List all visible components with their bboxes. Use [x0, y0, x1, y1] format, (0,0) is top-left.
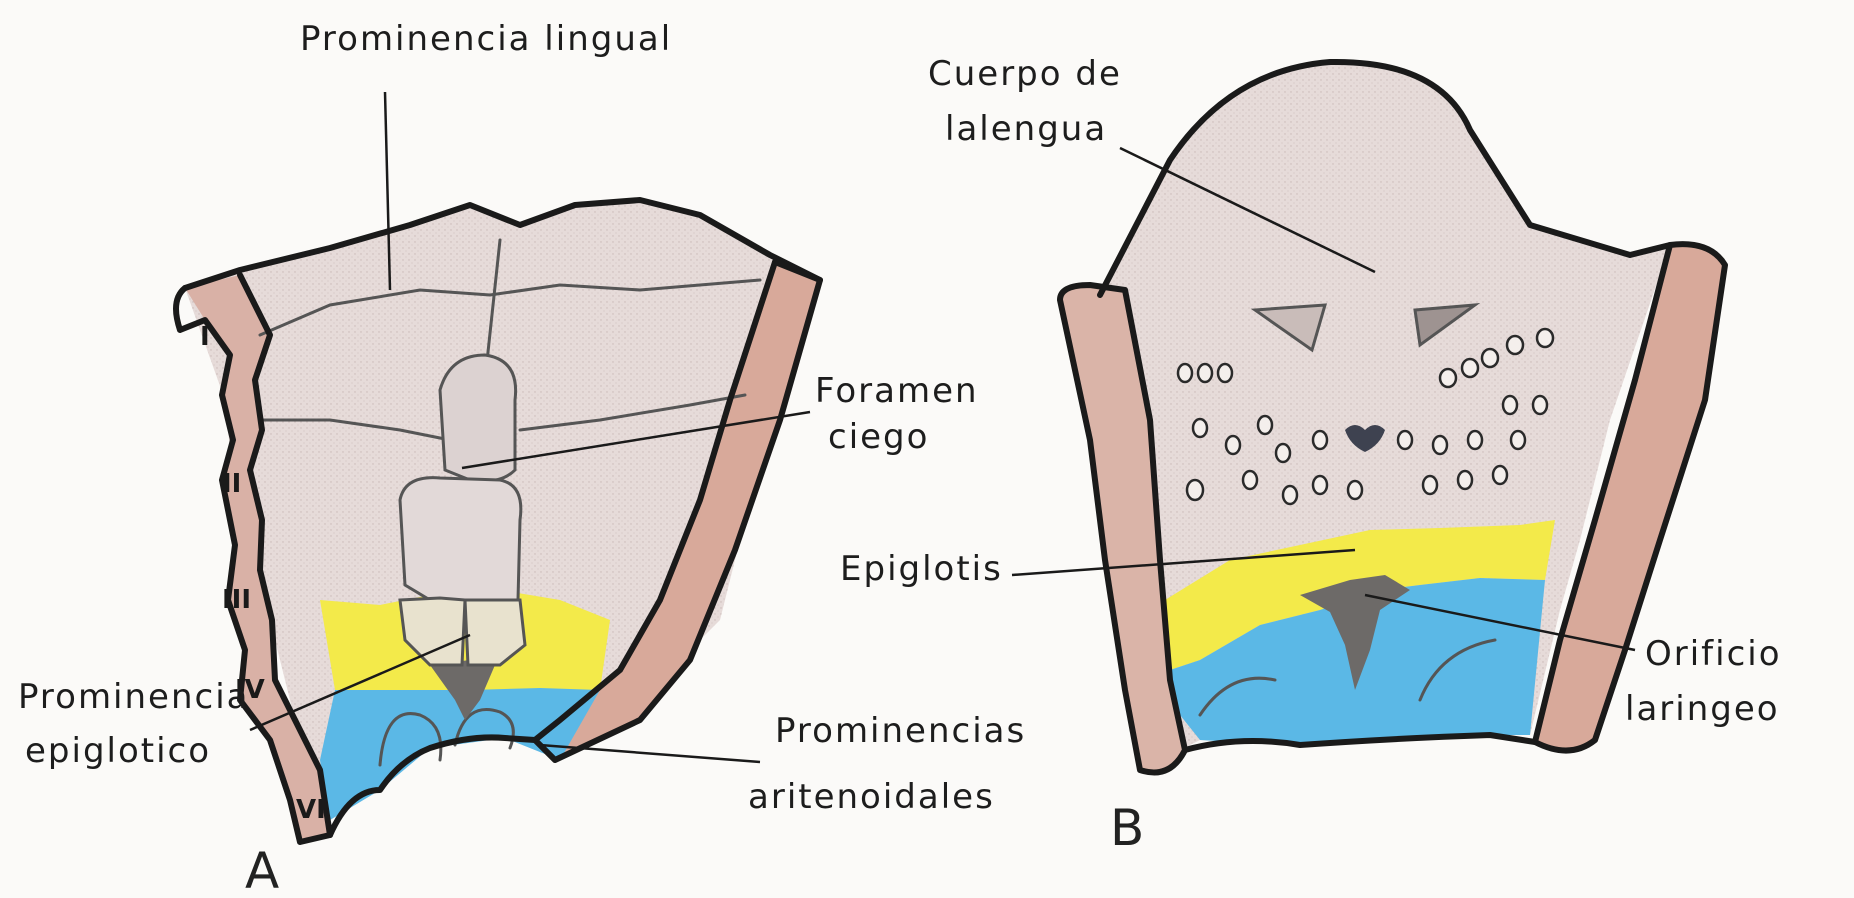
label-foramen-line1: Foramen: [815, 371, 979, 411]
label-prominencia-epiglotica-line1: Prominencia: [18, 677, 250, 717]
label-foramen-line2: ciego: [828, 417, 929, 457]
figure-letter-b: B: [1110, 799, 1144, 857]
label-prominencias-aritenoidales-line2: aritenoidales: [748, 777, 995, 817]
arch-numeral: III: [222, 585, 251, 615]
label-cuerpo-line1: Cuerpo de: [928, 54, 1122, 94]
label-epiglotis: Epiglotis: [840, 549, 1003, 589]
label-prominencia-epiglotica-line2: epiglotico: [25, 731, 211, 771]
label-orificio-line1: Orificio: [1645, 634, 1782, 674]
figure-letter-a: A: [245, 842, 279, 898]
arch-numeral: I: [200, 322, 210, 352]
label-prominencia-lingual: Prominencia lingual: [300, 19, 672, 59]
label-cuerpo-line2: lalengua: [945, 109, 1107, 149]
arch-numeral: VI: [296, 795, 326, 825]
figure-a: I II III IV VI Prominencia lingual Foram…: [18, 19, 1026, 898]
label-orificio-line2: laringeo: [1625, 689, 1780, 729]
copula: [400, 478, 521, 600]
label-prominencias-aritenoidales-line1: Prominencias: [775, 711, 1026, 751]
arch-numeral: II: [222, 469, 241, 499]
